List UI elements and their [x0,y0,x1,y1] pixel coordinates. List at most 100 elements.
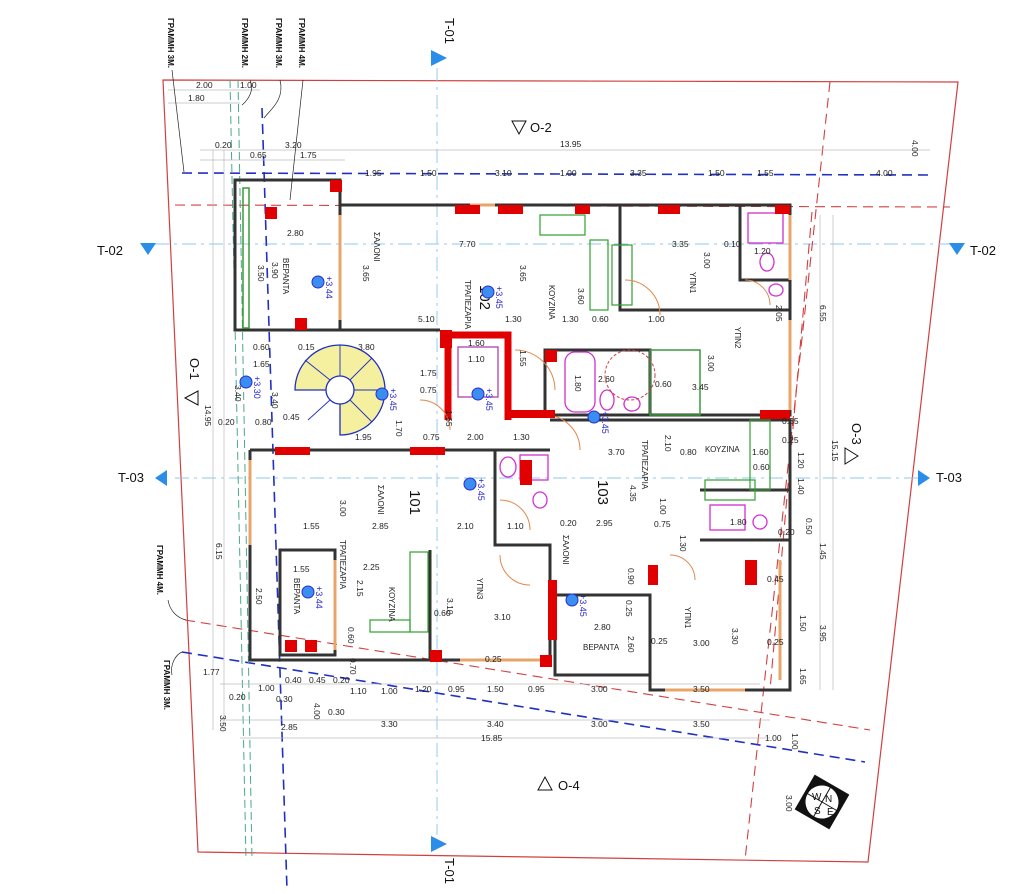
view-triangle-icon [844,447,859,465]
dimension-label: 3.95 [818,625,828,642]
view-label-o1: O-1 [187,358,202,380]
room-label: ΣΑΛΟΝΙ [376,485,385,515]
section-label-t01-bottom: T-01 [442,858,457,884]
dimension-label: 4.35 [628,485,638,502]
dimension-label: 1.65 [444,410,454,427]
room-label: ΥΠΝ2 [733,327,742,349]
dimension-label: 0.20 [218,417,235,427]
doors [419,279,771,586]
dimension-label: 1.30 [562,314,579,324]
dimension-label: 3.10 [445,598,455,615]
level-marker-icon [471,387,485,401]
dimension-label: 3.35 [672,239,689,249]
dimension-label: 0.45 [283,412,300,422]
dimension-label: 1.80 [573,375,583,392]
dimension-label: 1.75 [420,368,437,378]
dimension-label: 0.25 [782,435,799,445]
compass-s: S [814,806,821,817]
dimension-label: 1.50 [487,684,504,694]
dimension-label: 3.00 [693,638,710,648]
unit-number: 103 [594,480,611,505]
dimension-label: 3.10 [494,612,511,622]
setback-label: ΓΡΑΜΜΗ 4Μ. [155,545,164,595]
setback-label: ΓΡΑΜΜΗ 3Μ. [162,660,171,710]
dimension-label: 4.00 [910,140,920,157]
dimension-label: 0.25 [651,636,668,646]
view-label-o4: O-4 [558,778,580,793]
dimension-label: 1.77 [203,667,220,677]
elevation-label: +3.45 [600,411,610,434]
level-marker-icon [239,375,253,389]
dimension-label: 3.40 [487,719,504,729]
dimension-label: 1.00 [790,733,800,750]
dimension-label: 1.55 [303,521,320,531]
north-arrow-compass [794,774,850,830]
dimension-label: 3.50 [256,265,266,282]
dimension-label: 0.80 [255,417,272,427]
dimension-label: 2.00 [196,80,213,90]
dimension-label: 0.35 [782,416,799,426]
level-marker-icon [587,410,601,424]
dimension-label: 0.90 [626,568,636,585]
dimension-label: 2.60 [598,374,615,384]
dimension-label: 1.00 [765,733,782,743]
dimension-label: 7.70 [459,239,476,249]
dimension-label: 3.00 [338,500,348,517]
elevation-label: +3.45 [476,478,486,501]
plot-boundary [162,79,959,863]
dimension-label: 0.20 [215,140,232,150]
dimension-label: 1.70 [394,420,404,437]
unit-number: 101 [406,490,423,515]
dimension-label: 0.65 [250,150,267,160]
dimension-label: 2.50 [254,588,264,605]
room-label: ΤΡΑΠΕΖΑΡΙΑ [640,440,649,490]
elevation-label: +3.45 [388,388,398,411]
setback-label: ΓΡΑΜΜΗ 3Μ. [166,18,175,68]
room-label: ΥΠΝ3 [475,578,484,600]
dimension-label: 0.75 [654,519,671,529]
room-label: ΒΕΡΑΝΤΑ [281,258,290,295]
elevation-label: +3.45 [578,594,588,617]
dimension-label: 3.90 [270,262,280,279]
dimension-label: 1.60 [468,338,485,348]
dimension-label: 0.95 [528,684,545,694]
dimension-label: 1.80 [188,93,205,103]
dimension-label: 0.75 [423,432,440,442]
dimension-label: 1.00 [658,498,668,515]
dimension-label: 1.60 [752,447,769,457]
dimension-label: 3.30 [381,719,398,729]
room-label: ΣΑΛΟΝΙ [372,232,381,262]
dimension-label: 0.25 [767,637,784,647]
dimension-label: 1.50 [708,168,725,178]
dimension-label: 1.00 [240,80,257,90]
dimension-label: 0.15 [298,342,315,352]
dimension-label: 2.95 [596,518,613,528]
dimension-label: 1.40 [796,478,806,495]
elevation-label: +3.44 [324,276,334,299]
view-triangle-icon [537,775,553,791]
columns [265,180,790,667]
dimension-label: 0.20 [333,675,350,685]
room-label: ΤΡΑΠΕΖΑΡΙΑ [338,540,347,590]
dimension-label: 1.50 [798,615,808,632]
dimension-label: 1.55 [518,350,528,367]
dimension-label: 1.30 [678,535,688,552]
dimension-label: 2.10 [663,435,673,452]
dimension-label: 3.65 [518,265,528,282]
compass-n: N [825,794,832,805]
dimension-label: 0.25 [624,600,634,617]
dimension-label: 2.00 [467,432,484,442]
dimension-label: 2.10 [457,521,474,531]
dimension-label: 0.80 [680,447,697,457]
setback-lines-blue [181,107,931,891]
dimension-label: 1.30 [513,432,530,442]
setback-lines-green [229,79,253,861]
dimension-label: 3.50 [693,684,710,694]
dimension-label: 4.00 [876,168,893,178]
dimension-label: 0.20 [560,518,577,528]
compass-letters: N W S E [812,792,834,818]
section-arrow-icon [155,470,167,486]
dimension-label: 3.00 [784,795,794,812]
dimension-label: 2.25 [363,562,380,572]
dimension-label: 0.25 [485,654,502,664]
